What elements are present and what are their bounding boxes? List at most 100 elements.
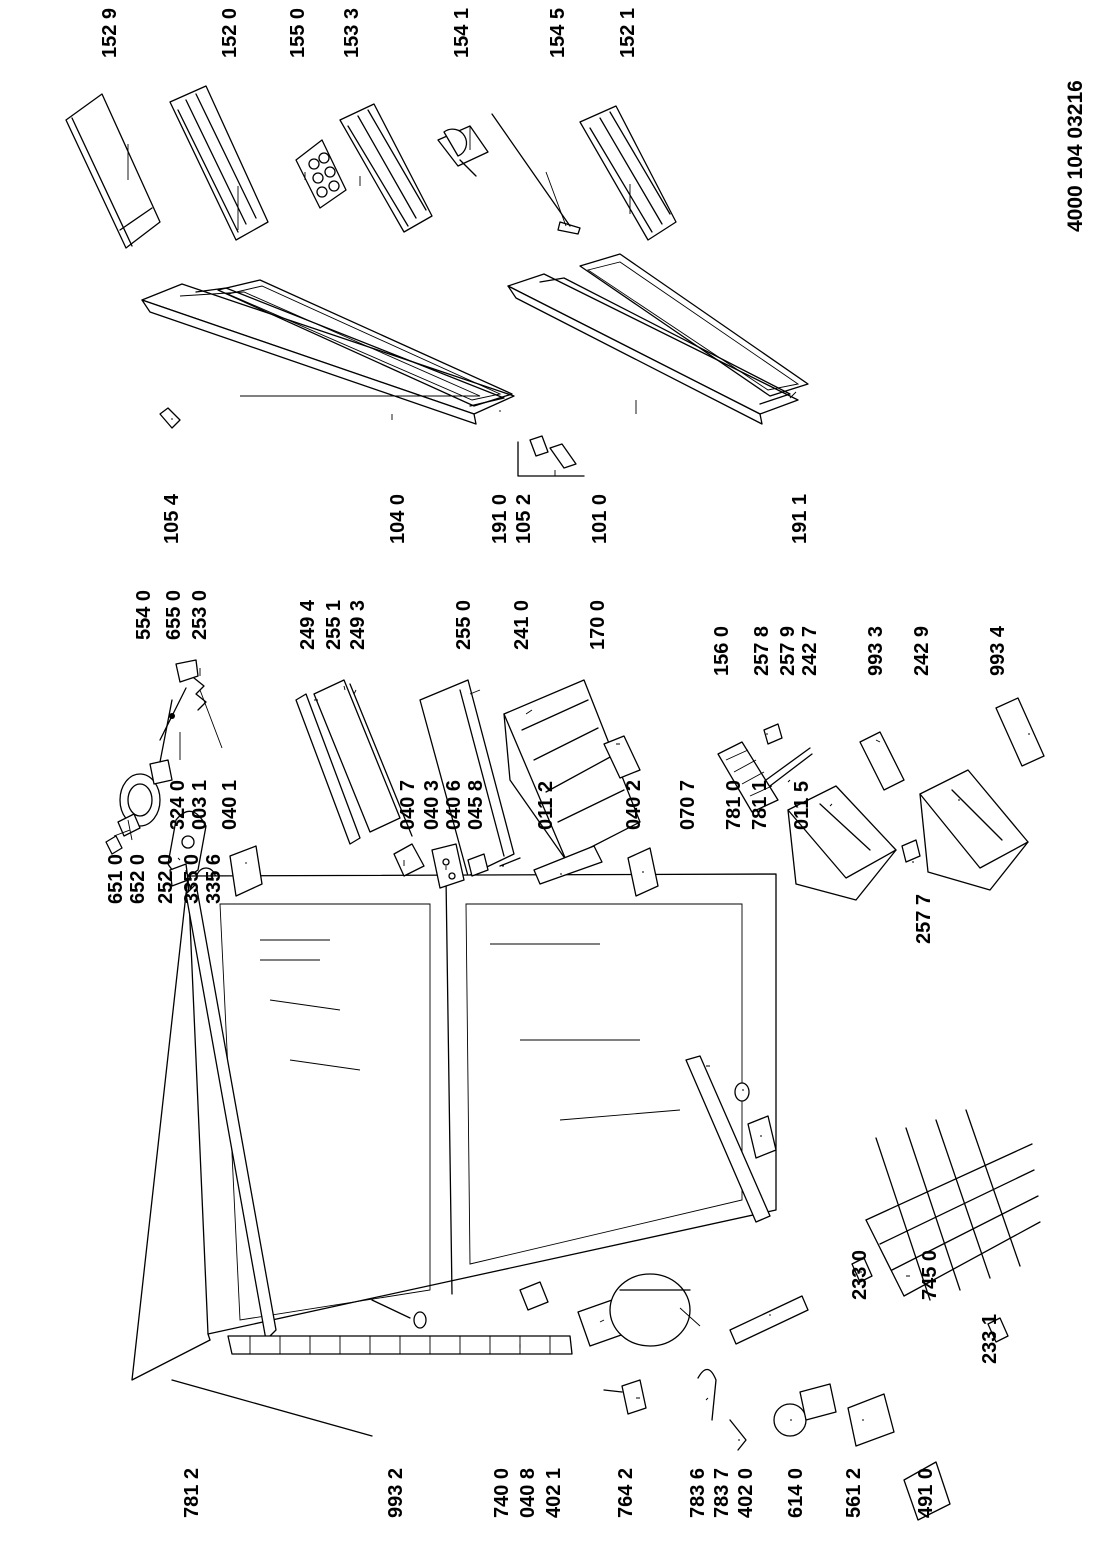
part-152-9 xyxy=(65,93,161,249)
part-label-191-0: 191 0 xyxy=(489,494,511,544)
part-label-764-2: 764 2 xyxy=(615,1468,637,1518)
part-152-1 xyxy=(579,105,677,241)
part-255-1 xyxy=(313,679,401,833)
part-242-9 xyxy=(919,769,1029,891)
part-651-0 xyxy=(105,835,123,855)
part-170-0 xyxy=(603,735,641,779)
part-label-011-2: 011 2 xyxy=(535,781,557,830)
document-number: 4000 104 03216 xyxy=(1064,80,1087,232)
part-label-153-3: 153 3 xyxy=(341,8,363,58)
part-label-993-4: 993 4 xyxy=(987,625,1009,676)
part-402-0 xyxy=(609,1273,691,1347)
part-781-0 xyxy=(734,1082,750,1102)
part-101-0 xyxy=(507,273,799,425)
part-label-249-3: 249 3 xyxy=(347,600,369,650)
part-label-652-0: 652 0 xyxy=(127,854,149,904)
part-label-191-1: 191 1 xyxy=(789,494,811,544)
part-label-040-2: 040 2 xyxy=(623,780,645,830)
part-233-1 xyxy=(987,1317,1009,1343)
part-label-154-5: 154 5 xyxy=(547,8,569,58)
part-label-105-4: 105 4 xyxy=(161,493,183,544)
part-label-740-0: 740 0 xyxy=(491,1468,513,1518)
part-label-614-0: 614 0 xyxy=(785,1468,807,1518)
part-040-3 xyxy=(431,843,465,889)
part-993-3 xyxy=(859,731,905,791)
part-label-249-4: 249 4 xyxy=(297,599,319,650)
part-label-781-2: 781 2 xyxy=(181,1468,203,1518)
part-label-152-9: 152 9 xyxy=(99,8,121,58)
leader-lines xyxy=(113,126,1030,1491)
part-label-156-0: 156 0 xyxy=(711,626,733,676)
part-253-0 xyxy=(175,659,199,683)
part-label-993-3: 993 3 xyxy=(865,626,887,676)
part-label-045-8: 045 8 xyxy=(465,780,487,830)
part-745-0 xyxy=(865,1109,1041,1301)
part-label-070-7: 070 7 xyxy=(677,780,699,830)
part-label-257-8: 257 8 xyxy=(751,626,773,676)
part-191-1 xyxy=(579,253,809,397)
part-label-335-0: 335 0 xyxy=(181,854,203,904)
part-label-040-7: 040 7 xyxy=(397,780,419,830)
part-257-9 xyxy=(765,747,813,787)
part-255-0 xyxy=(419,679,515,877)
part-153-3 xyxy=(339,103,433,233)
part-label-655-0: 655 0 xyxy=(163,590,185,640)
part-655-0 xyxy=(159,687,187,741)
part-070-7 xyxy=(685,1055,771,1223)
part-label-561-2: 561 2 xyxy=(843,1468,865,1518)
part-249-3 xyxy=(349,683,413,837)
part-781-2 xyxy=(171,1379,373,1437)
part-045-8 xyxy=(499,857,521,867)
part-241-0 xyxy=(503,679,641,861)
part-label-252-0: 252 0 xyxy=(155,854,177,904)
part-label-242-7: 242 7 xyxy=(799,626,821,676)
part-105-2 xyxy=(517,435,585,477)
part-040-8 xyxy=(519,1281,549,1311)
part-label-040-8: 040 8 xyxy=(517,1468,539,1518)
part-335-6 xyxy=(193,677,207,711)
part-233-0 xyxy=(851,1257,873,1283)
part-label-233-0: 233 0 xyxy=(849,1250,871,1300)
part-011-2 xyxy=(533,845,603,885)
part-label-040-6: 040 6 xyxy=(443,780,465,830)
part-label-335-6: 335 6 xyxy=(203,854,225,904)
part-242-7 xyxy=(787,785,897,901)
part-label-402-0: 402 0 xyxy=(735,1468,757,1518)
part-label-783-6: 783 6 xyxy=(687,1468,709,1518)
part-152-0 xyxy=(169,85,269,241)
part-label-255-1: 255 1 xyxy=(323,600,345,650)
part-257-8 xyxy=(763,723,783,745)
part-257-7 xyxy=(901,839,921,863)
part-label-003-1: 003 1 xyxy=(189,780,211,830)
part-label-040-1: 040 1 xyxy=(219,780,241,830)
part-label-783-7: 783 7 xyxy=(711,1468,733,1518)
part-label-101-0: 101 0 xyxy=(589,494,611,544)
part-249-4 xyxy=(295,693,361,845)
part-label-257-9: 257 9 xyxy=(777,626,799,676)
part-105-4 xyxy=(159,407,181,429)
part-324-0 xyxy=(169,863,189,887)
part-614-0 xyxy=(773,1383,837,1437)
part-label-152-0: 152 0 xyxy=(219,8,241,58)
part-label-241-0: 241 0 xyxy=(511,600,533,650)
part-label-781-1: 781 1 xyxy=(749,780,771,830)
part-764-2 xyxy=(603,1379,647,1415)
part-040-6 xyxy=(467,853,489,877)
part-label-402-1: 402 1 xyxy=(543,1468,565,1518)
part-993-2 xyxy=(371,1299,427,1329)
part-label-105-2: 105 2 xyxy=(513,494,535,544)
part-561-2 xyxy=(847,1393,895,1447)
part-104-0 xyxy=(141,283,515,425)
part-label-993-2: 993 2 xyxy=(385,1468,407,1518)
part-label-255-0: 255 0 xyxy=(453,600,475,650)
part-label-491-0: 491 0 xyxy=(915,1468,937,1518)
part-040-1 xyxy=(229,845,263,897)
part-993-4 xyxy=(995,697,1045,767)
part-label-745-0: 745 0 xyxy=(919,1250,941,1300)
part-label-040-3: 040 3 xyxy=(421,780,443,830)
part-040-7 xyxy=(393,843,425,877)
part-003-1 xyxy=(185,883,277,1341)
part-154-5 xyxy=(491,113,581,235)
